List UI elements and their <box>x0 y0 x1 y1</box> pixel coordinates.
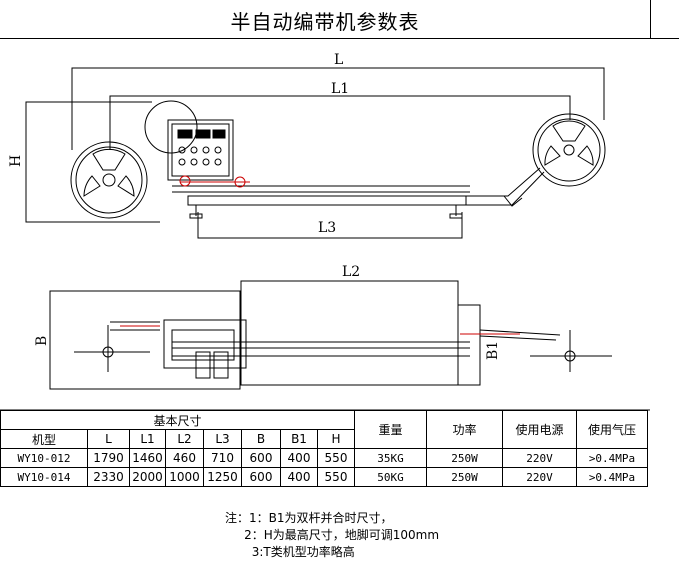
page-title: 半自动编带机参数表 <box>230 10 420 34</box>
cell-dim: 2000 <box>129 467 166 487</box>
top-view-frame-b <box>49 290 241 390</box>
header-voltage: 使用电源 <box>502 410 577 449</box>
parameter-table: 基本尺寸 重量 功率 使用电源 使用气压 机型 L L1 L2 L3 B B1 … <box>0 410 648 487</box>
front-rail-accent <box>179 175 250 188</box>
header-pressure: 使用气压 <box>576 410 648 449</box>
dim-line-l <box>71 67 605 150</box>
cell-model: WY10-014 <box>0 467 88 487</box>
dim-line-l3 <box>197 212 463 239</box>
cell-power: 250W <box>426 467 503 487</box>
header-dim: L2 <box>165 429 204 449</box>
cell-dim: 550 <box>317 467 355 487</box>
label-l2: L2 <box>342 264 360 280</box>
header-dim: L <box>87 429 130 449</box>
cell-dim: 400 <box>280 467 318 487</box>
header-dim: H <box>317 429 355 449</box>
control-box <box>144 100 234 181</box>
header-dim: L3 <box>203 429 242 449</box>
note-line: 注：1：B1为双杆并合时尺寸， <box>225 511 393 525</box>
cell-dim: 1460 <box>129 448 166 468</box>
cell-pressure: >0.4MPa <box>576 467 648 487</box>
label-l1: L1 <box>331 81 349 97</box>
cell-dim: 550 <box>317 448 355 468</box>
table-row: WY10-014 2330 2000 1000 1250 600 400 550… <box>0 467 648 487</box>
top-view-accent <box>120 325 520 335</box>
notes: 注：1：B1为双杆并合时尺寸， 2：H为最高尺寸，地脚可调100mm 3:T类机… <box>225 510 439 561</box>
table-header-row-2: 机型 L L1 L2 L3 B B1 H <box>0 429 648 449</box>
label-b: B <box>34 336 50 346</box>
label-h: H <box>8 155 24 167</box>
right-reel <box>532 113 606 187</box>
top-view-frame-b1 <box>457 304 481 386</box>
label-l: L <box>334 52 343 68</box>
cell-dim: 1250 <box>203 467 242 487</box>
header-dim: B1 <box>280 429 318 449</box>
header-power: 功率 <box>426 410 503 449</box>
cell-weight: 50KG <box>354 467 427 487</box>
group-header: 基本尺寸 <box>0 410 355 430</box>
machine-drawing: L L1 L3 L2 H B B1 <box>0 52 650 411</box>
cell-dim: 400 <box>280 448 318 468</box>
note-line: 3:T类机型功率略高 <box>225 545 355 559</box>
cell-weight: 35KG <box>354 448 427 468</box>
cell-power: 250W <box>426 448 503 468</box>
label-b1: B1 <box>485 341 501 360</box>
cell-dim: 710 <box>203 448 242 468</box>
cell-dim: 2330 <box>87 467 130 487</box>
header-dim: L1 <box>129 429 166 449</box>
cell-dim: 600 <box>241 448 281 468</box>
dim-line-l1 <box>109 95 571 150</box>
cell-pressure: >0.4MPa <box>576 448 648 468</box>
header-weight: 重量 <box>354 410 427 449</box>
front-rail <box>172 167 545 219</box>
cell-dim: 1000 <box>165 467 204 487</box>
cell-model: WY10-012 <box>0 448 88 468</box>
top-view-body <box>240 280 459 386</box>
table-header-row-1: 基本尺寸 重量 功率 使用电源 使用气压 <box>0 410 648 449</box>
top-view-mechanism <box>74 319 612 379</box>
left-reel <box>70 141 148 219</box>
title-right-border <box>650 0 651 38</box>
note-line: 2：H为最高尺寸，地脚可调100mm <box>225 528 440 542</box>
table-row: WY10-012 1790 1460 460 710 600 400 550 3… <box>0 448 648 468</box>
header-model: 机型 <box>0 429 88 449</box>
dim-line-h <box>25 101 160 223</box>
cell-dim: 460 <box>165 448 204 468</box>
cell-voltage: 220V <box>502 467 577 487</box>
cell-dim: 600 <box>241 467 281 487</box>
header-dim: B <box>241 429 281 449</box>
title-divider <box>0 38 679 39</box>
label-l3: L3 <box>318 220 336 236</box>
cell-dim: 1790 <box>87 448 130 468</box>
cell-voltage: 220V <box>502 448 577 468</box>
